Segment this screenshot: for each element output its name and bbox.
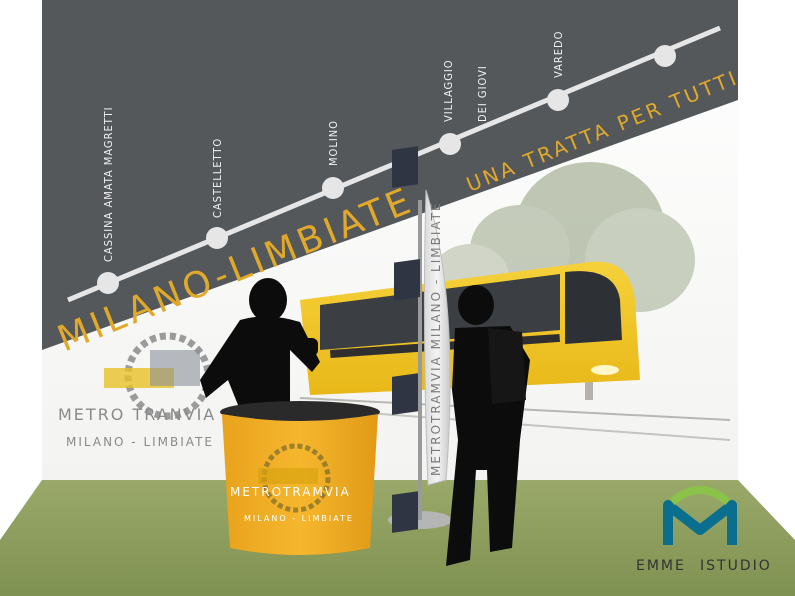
brand-logo: EMME ISTUDIO bbox=[636, 486, 772, 574]
stop-marker bbox=[439, 133, 461, 155]
stop-label-villaggio: VILLAGGIO bbox=[442, 59, 455, 122]
counter-logo-line2: MILANO - LIMBIATE bbox=[244, 514, 354, 523]
m-logo-arc-icon bbox=[669, 486, 731, 506]
visitor-silhouette-right bbox=[446, 285, 530, 566]
totem-text: METROTRAMVIA MILANO - LIMBIATE bbox=[429, 201, 443, 476]
brand-left: EMME bbox=[636, 558, 686, 574]
promo-counter: METROTRAMVIA MILANO - LIMBIATE bbox=[220, 401, 380, 555]
wall-logo-line2: MILANO - LIMBIATE bbox=[66, 435, 214, 449]
brochure-stack bbox=[392, 146, 420, 533]
wall-logo-line1: METRO TRANVIA bbox=[58, 405, 216, 424]
stop-label-molino: MOLINO bbox=[327, 120, 340, 166]
stop-label-dei-giovi: DEI GIOVI bbox=[476, 65, 489, 122]
stop-label-varedo: VAREDO bbox=[552, 31, 565, 78]
grass-floor bbox=[0, 480, 795, 596]
stop-marker bbox=[206, 227, 228, 249]
stop-label-cassina: CASSINA AMATA MAGRETTI bbox=[102, 106, 115, 262]
stop-marker bbox=[97, 272, 119, 294]
stop-marker bbox=[547, 89, 569, 111]
route-banner bbox=[42, 0, 738, 350]
stop-label-castelletto: CASTELLETTO bbox=[211, 138, 224, 218]
counter-logo-line1: METROTRAMVIA bbox=[230, 485, 351, 499]
route-stops bbox=[97, 45, 676, 294]
stop-marker bbox=[322, 177, 344, 199]
visitor-silhouette-left bbox=[200, 278, 320, 410]
stop-marker bbox=[654, 45, 676, 67]
wall-logo: METRO TRANVIA MILANO - LIMBIATE bbox=[58, 332, 216, 449]
brochure-totem: METROTRAMVIA MILANO - LIMBIATE bbox=[388, 146, 452, 533]
m-logo-icon bbox=[663, 500, 737, 545]
brand-right: ISTUDIO bbox=[700, 558, 772, 574]
